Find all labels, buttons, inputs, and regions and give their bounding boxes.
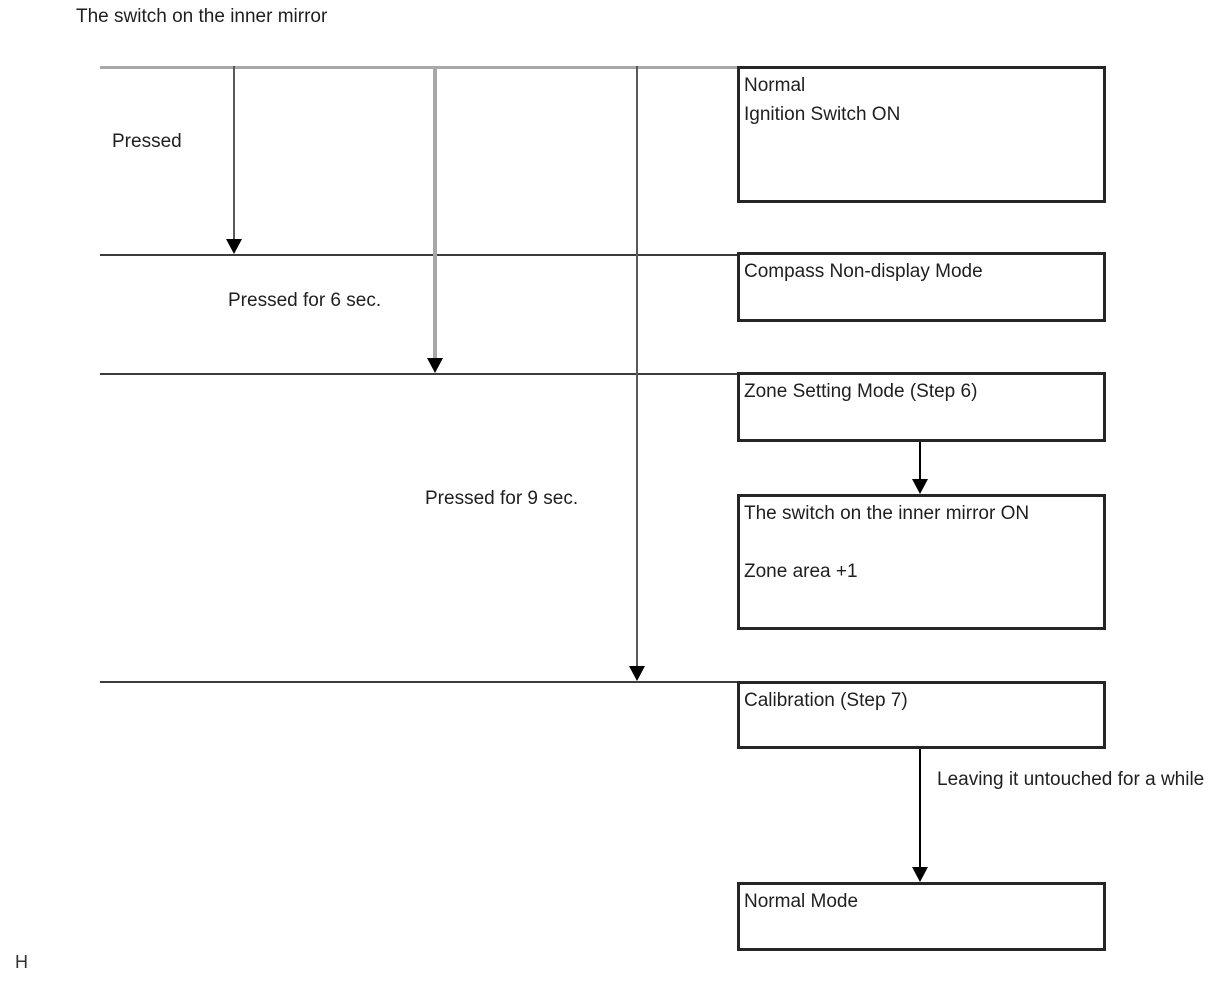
arrow-pressed-head-icon — [226, 239, 242, 254]
connector-zone-to-switch-head-icon — [912, 479, 928, 494]
label-pressed-9sec: Pressed for 9 sec. — [425, 488, 579, 509]
box-text: Normal — [744, 75, 806, 96]
timeline-rule-3 — [100, 373, 737, 375]
box-text: Zone area +1 — [744, 561, 858, 582]
box-text: Zone Setting Mode (Step 6) — [744, 381, 978, 402]
box-calibration: Calibration (Step 7) — [737, 681, 1106, 749]
footer-page-mark: H — [15, 952, 28, 972]
box-text: Calibration (Step 7) — [744, 690, 908, 711]
arrow-pressed-9sec-head-icon — [629, 666, 645, 681]
label-pressed: Pressed — [112, 131, 182, 152]
label-line: for a while — [1117, 769, 1205, 790]
timeline-rule-2 — [100, 254, 737, 256]
connector-calibration-to-normal-head-icon — [912, 867, 928, 882]
timeline-rule-top — [100, 66, 737, 69]
label-pressed-6sec: Pressed for 6 sec. — [228, 290, 382, 311]
arrow-pressed-6sec-line — [433, 66, 437, 358]
label-leaving-untouched: Leaving it untouched for a while — [937, 766, 1204, 794]
diagram-title: The switch on the inner mirror — [76, 6, 328, 27]
box-text: Normal Mode — [744, 891, 859, 912]
timeline-rule-4 — [100, 681, 737, 683]
arrow-pressed-6sec-head-icon — [427, 358, 443, 373]
arrow-pressed-line — [233, 66, 235, 239]
box-compass-non-display: Compass Non-display Mode — [737, 252, 1106, 322]
arrow-pressed-9sec-line — [636, 66, 638, 666]
connector-calibration-to-normal-line — [919, 749, 921, 867]
box-zone-setting-mode: Zone Setting Mode (Step 6) — [737, 372, 1106, 442]
box-normal-ignition: Normal Ignition Switch ON — [737, 66, 1106, 203]
box-text: Ignition Switch ON — [744, 104, 901, 125]
box-text: The switch on the inner mirror ON — [744, 503, 1030, 524]
label-line: Leaving it untouched — [937, 769, 1113, 790]
box-switch-inner-mirror-on: The switch on the inner mirror ON Zone a… — [737, 494, 1106, 630]
connector-zone-to-switch-line — [919, 442, 921, 479]
box-text: Compass Non-display Mode — [744, 261, 983, 282]
box-normal-mode: Normal Mode — [737, 882, 1106, 951]
